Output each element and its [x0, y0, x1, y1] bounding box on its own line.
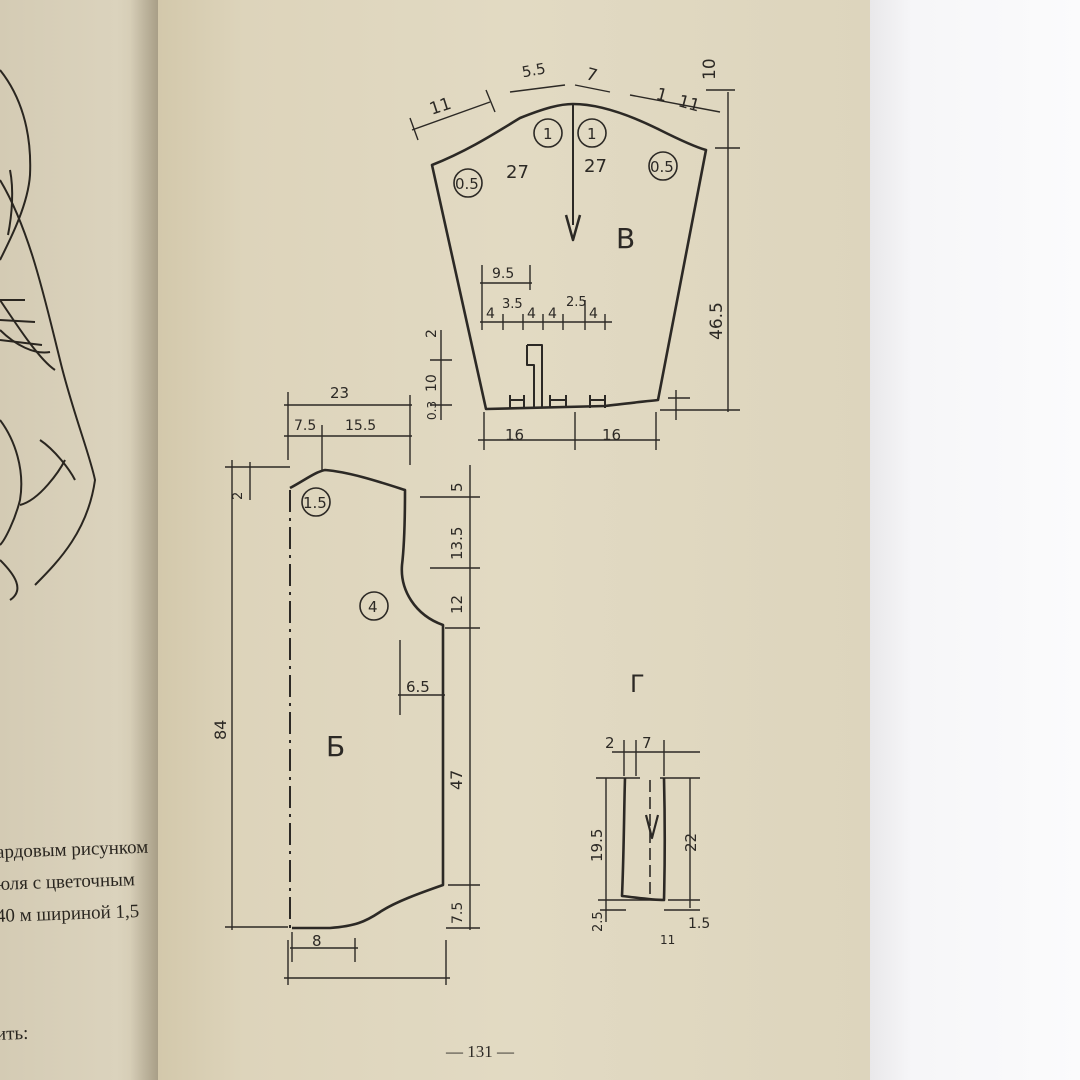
sleeve-outline	[430, 102, 708, 411]
dim-label: 27	[506, 162, 529, 183]
dim-label: 5.5	[520, 59, 547, 81]
dim-label: 4	[589, 306, 598, 322]
dim-label: 16	[602, 426, 621, 444]
dim-label: 4	[548, 306, 557, 322]
bodice-outline	[289, 468, 445, 930]
circle-label-v1: 0.5	[455, 175, 479, 193]
dim-label: 7	[584, 64, 600, 86]
dim-label: 1	[654, 84, 670, 106]
dim-label: 7.5	[450, 902, 466, 924]
dim-label: 47	[447, 770, 466, 790]
dim-label: 84	[211, 720, 230, 740]
dim-label: 3.5	[502, 297, 523, 312]
dim-label: 10	[424, 374, 440, 392]
left-book-page: ардовым рисунком юля с цветочным 40 м ши…	[0, 0, 168, 1080]
dim-label: 11	[660, 933, 675, 947]
dim-label: 11	[676, 92, 702, 117]
dim-label: 1.5	[688, 916, 710, 932]
circle-label-v3: 1	[587, 125, 597, 143]
dim-label: 4	[527, 306, 536, 322]
white-background	[870, 0, 1080, 1080]
dim-label: 5	[448, 482, 466, 492]
pattern-v-letter: В	[616, 222, 635, 255]
dim-label: 9.5	[492, 266, 514, 282]
dim-label: 15.5	[345, 418, 376, 434]
circle-label-v2: 1	[543, 125, 553, 143]
dim-label: 10	[700, 58, 720, 80]
dim-label: 7	[642, 734, 652, 752]
dim-label: 2.5	[591, 911, 606, 932]
pattern-g-letter: Г	[630, 670, 645, 698]
dim-label: 16	[505, 426, 524, 444]
circle-label-b1: 1.5	[303, 494, 327, 512]
dim-label: 2	[231, 492, 246, 500]
dim-label: 7.5	[294, 418, 316, 434]
dim-label: 6.5	[406, 678, 430, 696]
dim-label: 23	[330, 384, 349, 402]
dim-label: 4	[486, 306, 495, 322]
dim-label: 27	[584, 156, 607, 177]
dim-label: 19.5	[588, 829, 606, 862]
dim-label: 0.3	[425, 401, 439, 420]
dim-label: 2	[605, 734, 615, 752]
right-book-page	[158, 0, 870, 1080]
dim-label: 46.5	[707, 302, 727, 340]
dim-label: 22	[682, 833, 700, 852]
dim-label: 2.5	[566, 295, 587, 310]
dim-label: 12	[448, 595, 466, 614]
page-number: — 131 —	[446, 1042, 514, 1061]
dim-label: 2	[424, 329, 440, 338]
pattern-b-letter: Б	[326, 730, 345, 763]
circle-label-v4: 0.5	[650, 158, 674, 176]
circle-label-b2: 4	[368, 598, 378, 616]
dim-label: 13.5	[448, 527, 466, 560]
dim-label: 8	[312, 932, 322, 950]
cuff-outline	[620, 777, 667, 902]
fashion-sketch-illustration	[0, 69, 97, 601]
